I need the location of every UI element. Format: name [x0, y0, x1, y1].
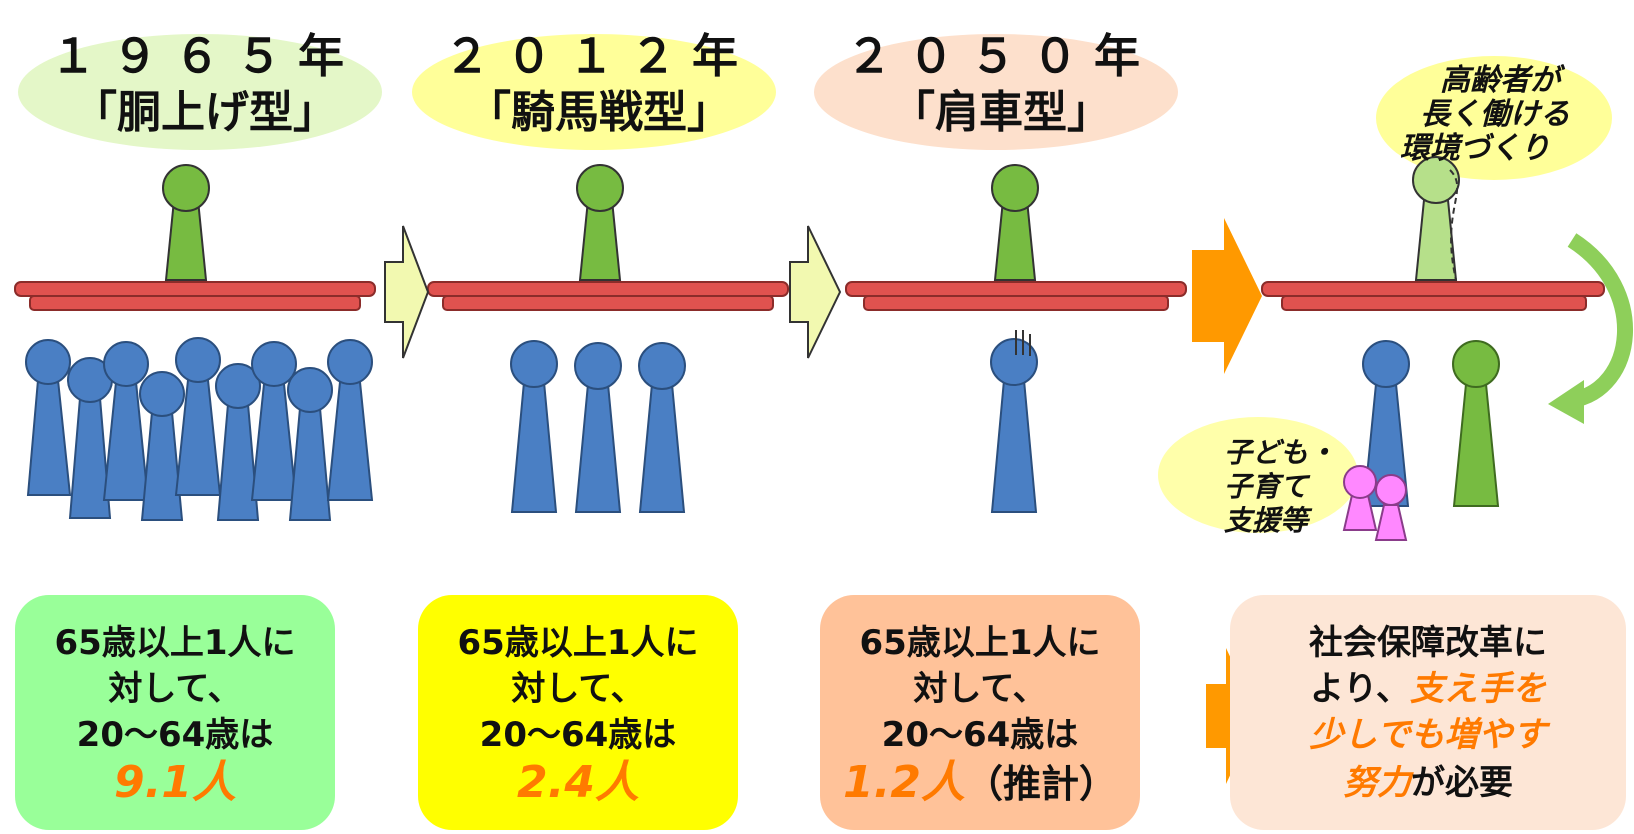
year-2050: ２０５０年 — [846, 29, 1156, 83]
reform-line-1: 社会保障改革に — [1309, 623, 1547, 663]
box-2050-value: 1.2人 — [843, 757, 965, 808]
box-1965-line-2: 対して、 — [108, 669, 242, 709]
supporters-2012 — [510, 340, 686, 513]
ratio-box-2050: 65歳以上1人に 対して、 20～64歳は 1.2人（推計） — [820, 595, 1140, 830]
box-2012-line-1: 65歳以上1人に — [457, 623, 699, 663]
elder-figure-2050 — [991, 164, 1039, 281]
type-2050: 「肩車型」 — [891, 87, 1111, 138]
box-2050-line-2: 対して、 — [913, 669, 1047, 709]
reform-line-2: より、支え手を — [1230, 667, 1626, 711]
ratio-box-1965: 65歳以上1人に 対して、 20～64歳は 9.1人 — [15, 595, 335, 830]
type-1965: 「胴上げ型」 — [73, 87, 337, 138]
arrow-2012-2050 — [789, 225, 842, 359]
board-future — [1261, 281, 1605, 311]
reform-line-2a: より、 — [1310, 669, 1410, 709]
ratio-box-2012: 65歳以上1人に 対して、 20～64歳は 2.4人 — [418, 595, 738, 830]
reform-line-2b: 支え手を — [1409, 669, 1546, 709]
type-2012: 「騎馬戦型」 — [467, 87, 731, 138]
box-2012-line-3: 20～64歳は — [479, 715, 677, 755]
box-2050-line-3: 20～64歳は — [881, 715, 1079, 755]
elderly-work-note: 高齢者が 長く働ける 環境づくり — [1400, 64, 1620, 166]
elderly-note-ellipse — [1376, 56, 1612, 180]
children-support-note: 子ども・ 子育て 支援等 — [1224, 436, 1364, 538]
box-1965-line-1: 65歳以上1人に — [54, 623, 296, 663]
elder-figure-2012 — [576, 164, 624, 281]
supporter-2050 — [990, 330, 1038, 513]
reform-line-4a: 努力 — [1343, 763, 1411, 803]
box-2012-value: 2.4人 — [517, 757, 639, 808]
arrow-2050-future — [1192, 218, 1262, 374]
children-note-line-3: 支援等 — [1224, 504, 1309, 537]
elderly-note-line-3: 環境づくり — [1400, 131, 1550, 166]
supporters-future — [1362, 340, 1500, 507]
box-2050-value-line: 1.2人（推計） — [820, 761, 1140, 808]
children-note-ellipse — [1158, 417, 1358, 533]
period-2050-ellipse — [814, 34, 1178, 150]
reform-line-4b: が必要 — [1411, 763, 1513, 803]
children-note-line-1: 子ども・ — [1224, 436, 1337, 469]
elder-figure-1965 — [162, 164, 210, 281]
year-1965: １９６５年 — [50, 29, 360, 83]
year-2012: ２０１２年 — [444, 29, 754, 83]
board-2012 — [427, 281, 789, 311]
board-2050 — [845, 281, 1187, 311]
elderly-note-line-2: 長く働ける — [1420, 97, 1570, 132]
box-1965-value: 9.1人 — [114, 757, 236, 808]
period-2012-ellipse — [412, 34, 776, 150]
box-1965-line-3: 20～64歳は — [76, 715, 274, 755]
box-2050-line-1: 65歳以上1人に — [859, 623, 1101, 663]
elder-figure-future — [1412, 156, 1460, 281]
children-figures — [1342, 465, 1408, 541]
box-2012-line-2: 対して、 — [511, 669, 645, 709]
box-2050-estimate-note: （推計） — [964, 762, 1117, 806]
board-1965 — [14, 281, 376, 311]
arrow-1965-2012 — [384, 225, 430, 359]
elderly-note-line-1: 高齢者が — [1440, 63, 1560, 98]
period-1965-ellipse — [18, 34, 382, 150]
reform-box: 社会保障改革に より、支え手を 少しでも増やす 努力が必要 — [1230, 595, 1626, 830]
supporters-1965 — [25, 337, 374, 521]
curved-return-arrow — [1567, 233, 1634, 408]
reform-line-3: 少しでも増やす — [1309, 715, 1547, 755]
reform-line-4: 努力が必要 — [1230, 761, 1626, 805]
children-note-line-2: 子育て — [1224, 470, 1309, 503]
